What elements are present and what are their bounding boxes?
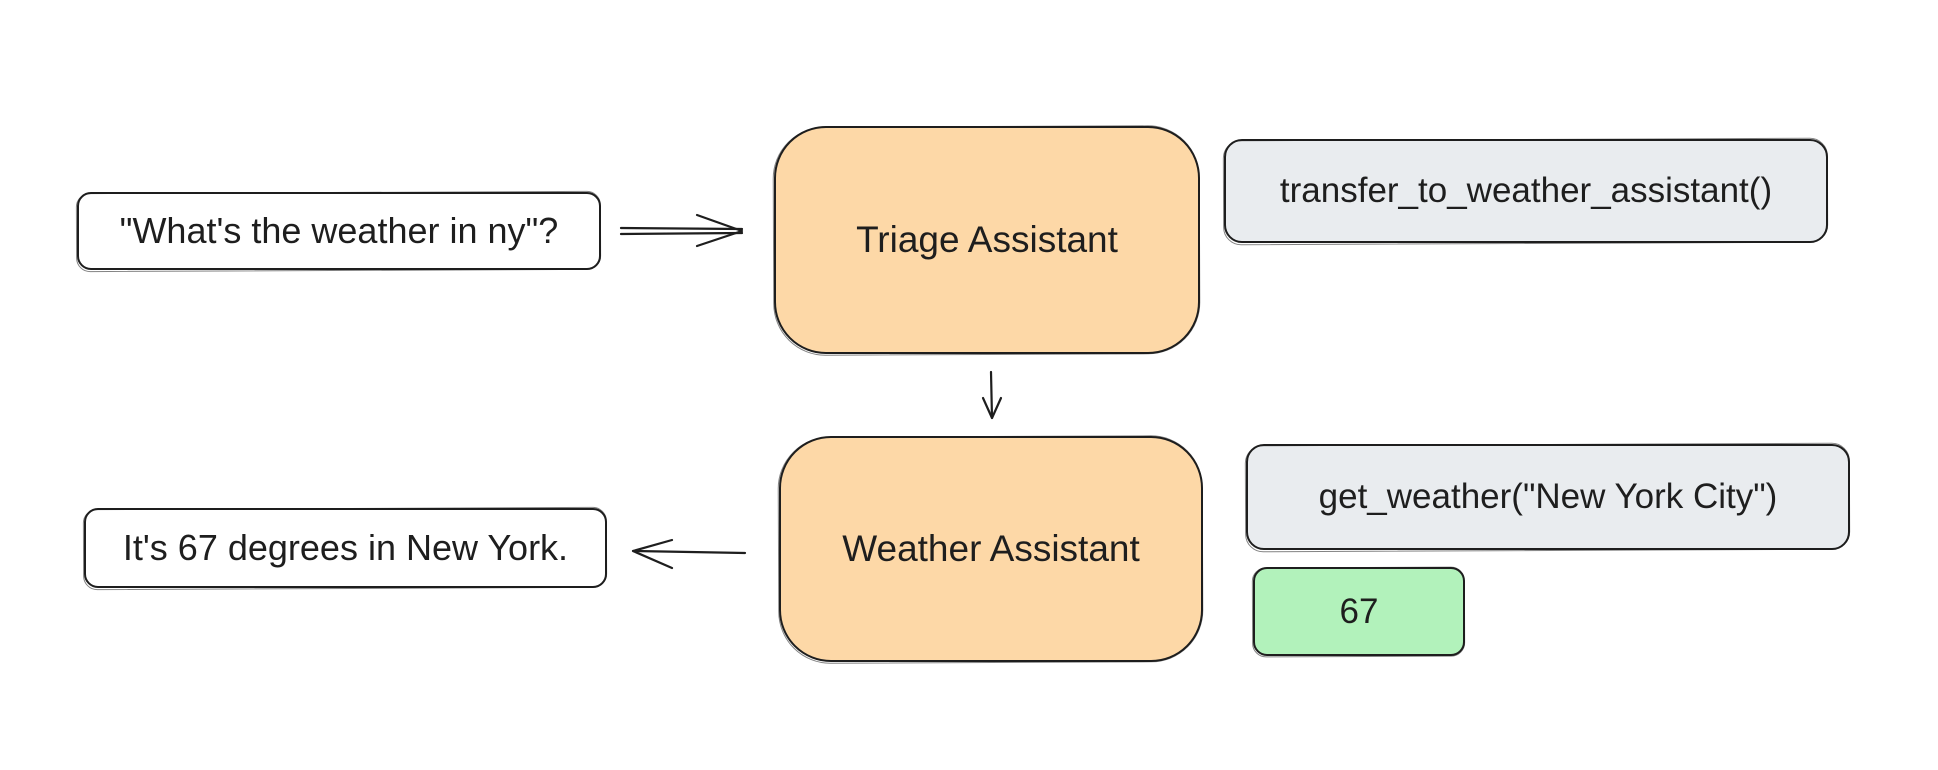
- weather-result-box: 67: [1253, 567, 1465, 656]
- arrow-weather-to-reply: [631, 538, 747, 570]
- weather-assistant-node: Weather Assistant: [779, 436, 1203, 662]
- user-message-text: "What's the weather in ny"?: [119, 210, 559, 251]
- transfer-function-call-box: transfer_to_weather_assistant(): [1224, 139, 1828, 243]
- weather-assistant-label: Weather Assistant: [842, 528, 1140, 569]
- arrow-triage-to-weather: [981, 370, 1003, 420]
- get-weather-call-box: get_weather("New York City"): [1246, 444, 1850, 550]
- user-message-box: "What's the weather in ny"?: [77, 192, 601, 270]
- get-weather-call-text: get_weather("New York City"): [1318, 477, 1778, 516]
- transfer-function-call-text: transfer_to_weather_assistant(): [1279, 171, 1773, 210]
- final-reply-box: It's 67 degrees in New York.: [84, 508, 607, 588]
- final-reply-text: It's 67 degrees in New York.: [122, 527, 569, 568]
- arrow-user-to-triage: [619, 213, 744, 248]
- triage-assistant-label: Triage Assistant: [856, 219, 1118, 260]
- weather-result-text: 67: [1339, 591, 1379, 631]
- triage-assistant-node: Triage Assistant: [774, 126, 1200, 354]
